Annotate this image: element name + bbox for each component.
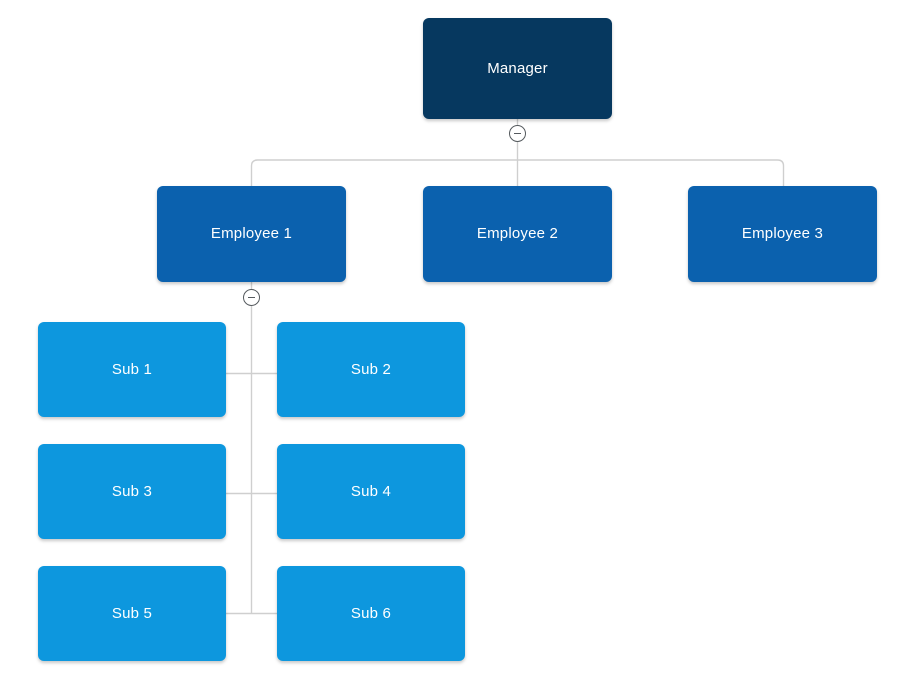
node-sub-1-label: Sub 1 [111, 360, 153, 378]
collapse-toggle-manager[interactable] [509, 125, 526, 142]
node-sub-3-label: Sub 3 [111, 482, 153, 500]
minus-icon [514, 133, 521, 134]
node-sub-4-label: Sub 4 [350, 482, 392, 500]
node-employee-3-label: Employee 3 [741, 225, 824, 242]
node-employee-2[interactable]: Employee 2 [423, 186, 612, 282]
node-manager[interactable]: Manager [423, 18, 612, 119]
node-sub-2[interactable]: Sub 2 [277, 322, 465, 417]
node-sub-4[interactable]: Sub 4 [277, 444, 465, 539]
node-employee-3[interactable]: Employee 3 [688, 186, 877, 282]
node-employee-1[interactable]: Employee 1 [157, 186, 346, 282]
node-sub-6[interactable]: Sub 6 [277, 566, 465, 661]
node-sub-6-label: Sub 6 [350, 604, 392, 622]
node-employee-2-label: Employee 2 [476, 225, 559, 242]
node-sub-5-label: Sub 5 [111, 604, 153, 622]
node-manager-label: Manager [487, 59, 548, 77]
minus-icon [248, 297, 255, 298]
node-sub-5[interactable]: Sub 5 [38, 566, 226, 661]
node-employee-1-label: Employee 1 [210, 225, 293, 242]
node-sub-2-label: Sub 2 [350, 360, 392, 378]
node-sub-3[interactable]: Sub 3 [38, 444, 226, 539]
collapse-toggle-employee-1[interactable] [243, 289, 260, 306]
node-sub-1[interactable]: Sub 1 [38, 322, 226, 417]
